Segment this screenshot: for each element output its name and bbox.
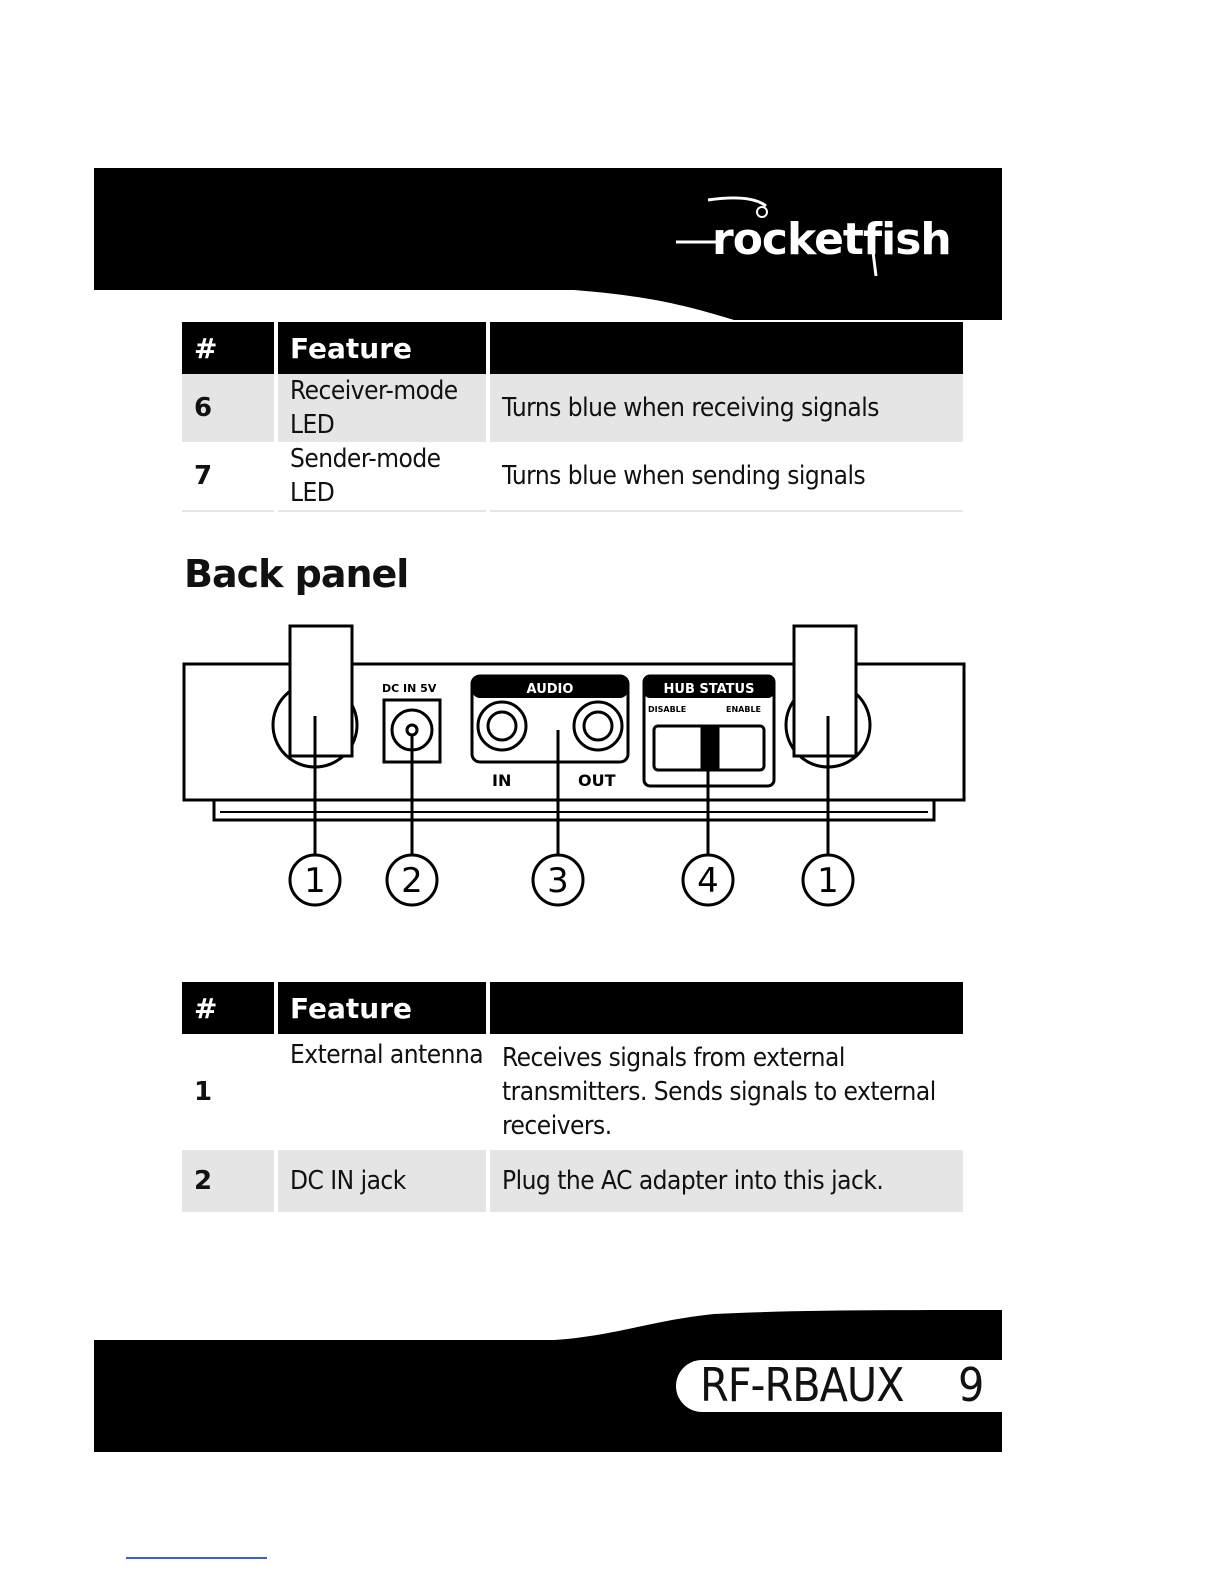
row-number: 2: [182, 1150, 278, 1212]
table-header-row: # Feature: [182, 322, 963, 374]
row-description: Plug the AC adapter into this jack.: [488, 1150, 963, 1212]
page-number: 9: [958, 1358, 985, 1412]
row-number: 7: [182, 442, 278, 512]
table-header-row: # Feature: [182, 982, 963, 1034]
row-feature: Receiver-mode LED: [276, 374, 490, 442]
audio-out-jack: [572, 700, 624, 752]
table-row: 6 Receiver-mode LED Turns blue when rece…: [182, 374, 963, 442]
table-row: 1 External antenna Receives signals from…: [182, 1034, 963, 1150]
header-feature: Feature: [276, 982, 490, 1034]
callout-4: [681, 853, 735, 907]
callout-4-label: 4: [697, 861, 719, 901]
enable-label: ENABLE: [726, 705, 761, 714]
row-description: Turns blue when sending signals: [488, 442, 963, 512]
header-number: #: [182, 322, 278, 374]
table-row: 2 DC IN jack Plug the AC adapter into th…: [182, 1150, 963, 1212]
row-description: Turns blue when receiving signals: [488, 374, 963, 442]
model-label-box: [676, 1360, 1002, 1412]
footer-band: [94, 1310, 1002, 1452]
callout-2: [385, 853, 439, 907]
device-body: [182, 662, 966, 802]
callout-3: [531, 853, 585, 907]
dc-in-label: DC IN 5V: [382, 682, 437, 695]
feature-table-bottom: # Feature 1 External antenna Receives si…: [182, 982, 963, 1212]
header-band: [94, 168, 1002, 320]
row-number: 1: [182, 1034, 278, 1150]
feature-table-top: # Feature 6 Receiver-mode LED Turns blue…: [182, 322, 963, 512]
hub-status-label: HUB STATUS: [664, 682, 755, 697]
table-row: 7 Sender-mode LED Turns blue when sendin…: [182, 442, 963, 512]
header-number: #: [182, 982, 278, 1034]
audio-label: AUDIO: [527, 682, 574, 697]
bottom-link-underline: [126, 1557, 267, 1559]
callout-1-right: [801, 853, 855, 907]
callout-3-label: 3: [547, 861, 569, 901]
model-number: RF-RBAUX: [700, 1358, 905, 1412]
logo-text: rocketfish: [712, 214, 952, 265]
back-panel-diagram: DC IN 5V IN OUT DISABLE ENABLE AUDIO HUB…: [182, 624, 966, 907]
antenna-right: [792, 624, 858, 758]
callout-1-left-label: 1: [304, 861, 326, 901]
audio-in-jack: [476, 700, 528, 752]
section-title: Back panel: [184, 552, 409, 596]
callout-1-left: [288, 853, 342, 907]
callout-2-label: 2: [401, 861, 423, 901]
header-feature: Feature: [276, 322, 490, 374]
callout-1-right-label: 1: [817, 861, 839, 901]
antenna-left: [288, 624, 354, 758]
disable-label: DISABLE: [648, 705, 686, 714]
rocketfish-logo: [676, 186, 966, 286]
row-feature: External antenna: [276, 1034, 490, 1150]
logo-swoosh-icon: [676, 196, 878, 277]
header-description: [488, 322, 963, 374]
row-feature: Sender-mode LED: [276, 442, 490, 512]
audio-in-label: IN: [492, 771, 511, 790]
header-description: [488, 982, 963, 1034]
row-feature: DC IN jack: [276, 1150, 490, 1212]
row-number: 6: [182, 374, 278, 442]
row-description: Receives signals from external transmitt…: [502, 1043, 936, 1141]
audio-out-label: OUT: [578, 771, 616, 790]
